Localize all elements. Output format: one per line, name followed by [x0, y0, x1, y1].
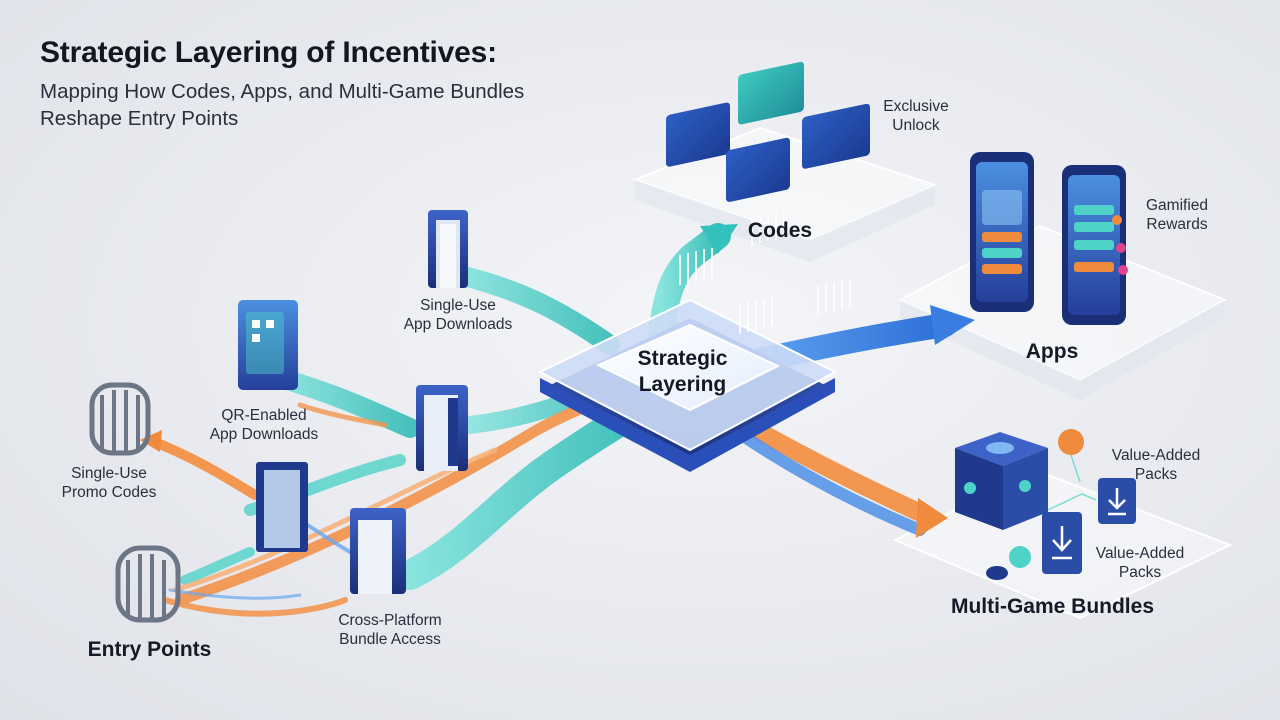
label-promo-codes-line-1: Single-Use	[71, 465, 147, 482]
label-cross-platform: Cross-Platform Bundle Access	[320, 612, 460, 649]
label-multi-game-bundles: Multi-Game Bundles	[950, 595, 1155, 618]
page-title: Strategic Layering of Incentives:	[40, 36, 497, 69]
bundle-cube	[955, 432, 1048, 530]
gate-cross-platform	[350, 508, 406, 594]
label-cross-platform-line-1: Cross-Platform	[338, 612, 442, 629]
arrow-to-codes	[700, 224, 738, 254]
ticket-4	[802, 103, 870, 169]
hub-label-line-1: Strategic	[637, 347, 728, 370]
turnstile-entry	[115, 545, 181, 623]
label-value-added-packs-top-line-2: Packs	[1134, 465, 1178, 483]
ticket-1	[666, 102, 730, 167]
label-single-use-app: Single-Use App Downloads	[388, 297, 528, 334]
hub-label-line-2: Layering	[638, 373, 727, 396]
chat-bubbles	[986, 429, 1097, 580]
label-gamified-rewards-line-1: Gamified	[1145, 197, 1209, 214]
label-qr-enabled: QR-Enabled App Downloads	[194, 407, 334, 444]
label-promo-codes: Single-Use Promo Codes	[44, 465, 174, 502]
ticket-2	[738, 61, 804, 125]
label-value-added-packs-top-line-1: Value-Added	[1111, 447, 1201, 464]
gate-qr-phone	[238, 300, 298, 390]
label-single-use-app-line-1: Single-Use	[420, 297, 496, 314]
gate-single-use-app	[428, 210, 468, 288]
label-exclusive-unlock-line-2: Unlock	[892, 116, 940, 134]
label-single-use-app-line-2: App Downloads	[403, 315, 513, 333]
label-value-added-packs-bottom: Value-Added Packs	[1084, 545, 1196, 582]
label-entry-points: Entry Points	[87, 638, 212, 661]
gate-door-middle	[416, 385, 468, 471]
hub-label: Strategic Layering	[600, 346, 765, 398]
label-exclusive-unlock: Exclusive Unlock	[868, 98, 964, 135]
arrow-to-bundles	[916, 498, 948, 538]
phone-right	[1062, 165, 1128, 325]
label-qr-enabled-line-1: QR-Enabled	[221, 407, 307, 424]
turnstile-promo	[89, 382, 151, 456]
arrow-promo	[140, 430, 162, 452]
label-gamified-rewards: Gamified Rewards	[1132, 197, 1222, 234]
page-subtitle: Mapping How Codes, Apps, and Multi-Game …	[40, 78, 524, 132]
label-value-added-packs-bottom-line-2: Packs	[1118, 563, 1162, 581]
pack-download-bottom	[1042, 512, 1082, 574]
label-promo-codes-line-2: Promo Codes	[61, 483, 157, 501]
label-qr-enabled-line-2: App Downloads	[209, 425, 319, 443]
label-value-added-packs-bottom-line-1: Value-Added	[1095, 545, 1185, 562]
pack-download-top	[1098, 478, 1136, 524]
label-apps: Apps	[1025, 340, 1079, 363]
hub-platform	[537, 298, 838, 472]
label-cross-platform-line-2: Bundle Access	[339, 630, 441, 648]
label-gamified-rewards-line-2: Rewards	[1146, 215, 1208, 233]
code-tickets	[666, 61, 870, 334]
label-codes: Codes	[747, 219, 813, 242]
label-value-added-packs-top: Value-Added Packs	[1100, 447, 1212, 484]
arrow-to-apps	[930, 305, 975, 345]
ticket-3	[726, 137, 790, 202]
phone-left	[970, 152, 1034, 312]
label-exclusive-unlock-line-1: Exclusive	[883, 98, 949, 115]
subtitle-line-1: Mapping How Codes, Apps, and Multi-Game …	[40, 80, 525, 103]
subtitle-line-2: Reshape Entry Points	[40, 107, 239, 130]
gate-glass	[256, 462, 308, 552]
